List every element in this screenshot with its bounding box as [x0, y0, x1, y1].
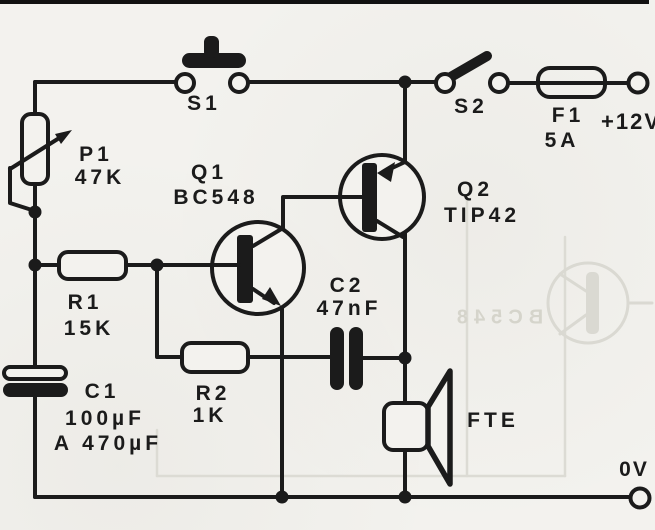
- page-edge-line: [0, 0, 649, 4]
- q2-transistor-symbol: [338, 153, 426, 241]
- c2-capacitor-symbol: [330, 327, 363, 390]
- p1-potentiometer-symbol: [8, 112, 72, 213]
- q1-base-bar: [237, 235, 253, 303]
- r2-resistor-symbol: [180, 341, 250, 374]
- speaker-symbol: [382, 368, 453, 487]
- label-p1-value: 47K: [74, 166, 126, 189]
- label-c2-ref: C2: [329, 274, 365, 297]
- speaker-cone: [425, 368, 453, 487]
- label-f1-ref: F1: [551, 104, 585, 127]
- label-speaker: FTE: [467, 409, 519, 432]
- q1-transistor-symbol: [210, 220, 306, 316]
- c1-positive-plate: [2, 365, 68, 381]
- s2-lever: [444, 51, 492, 83]
- label-supply-positive: +12V: [601, 109, 655, 134]
- junction-dots: [28, 75, 412, 504]
- label-s2: S2: [454, 95, 488, 118]
- label-r2-value: 1K: [192, 404, 228, 427]
- c1-capacitor-symbol: [2, 365, 68, 397]
- terminal-0v: [628, 486, 652, 510]
- label-q1-ref: Q1: [190, 161, 228, 184]
- ghost-transistor-symbol: [546, 261, 654, 345]
- label-c1-ref: C1: [84, 380, 120, 403]
- label-c1-value2: A 470µF: [53, 432, 163, 455]
- f1-fuse-symbol: [536, 66, 607, 99]
- label-r2-ref: R2: [195, 382, 231, 405]
- ghost-showthrough-text: BC548: [450, 306, 544, 329]
- s1-pushbutton-symbol: [174, 36, 250, 94]
- label-q1-part: BC548: [173, 186, 259, 209]
- terminal-plus12v: [626, 71, 650, 95]
- label-p1-ref: P1: [79, 143, 113, 166]
- wire-r2-left-link: [155, 263, 184, 359]
- s1-plunger-cap: [182, 53, 246, 68]
- q1-emitter-arrowhead: [262, 287, 281, 306]
- s1-plunger-stem: [204, 36, 219, 58]
- label-q2-part: TIP42: [443, 204, 521, 227]
- label-f1-value: 5A: [544, 129, 580, 152]
- p1-wiper-arrowhead: [55, 130, 72, 144]
- q2-emitter-arrowhead: [377, 162, 395, 182]
- p1-wiper-tie-wire: [8, 166, 37, 213]
- label-s1: S1: [187, 92, 221, 115]
- label-c2-value: 47nF: [316, 297, 382, 320]
- label-r1-value: 15K: [63, 317, 115, 340]
- label-c1-value: 100µF: [65, 407, 145, 430]
- c1-negative-plate: [3, 383, 68, 397]
- wire-q1-collector-to-q2-base: [281, 195, 342, 231]
- label-supply-negative: 0V: [619, 458, 649, 481]
- label-q2-ref: Q2: [456, 178, 494, 201]
- speaker-magnet-box: [382, 401, 430, 452]
- r1-resistor-symbol: [57, 250, 128, 281]
- label-r1-ref: R1: [67, 291, 103, 314]
- s2-switch-symbol: [434, 51, 510, 94]
- q2-base-bar: [362, 163, 377, 232]
